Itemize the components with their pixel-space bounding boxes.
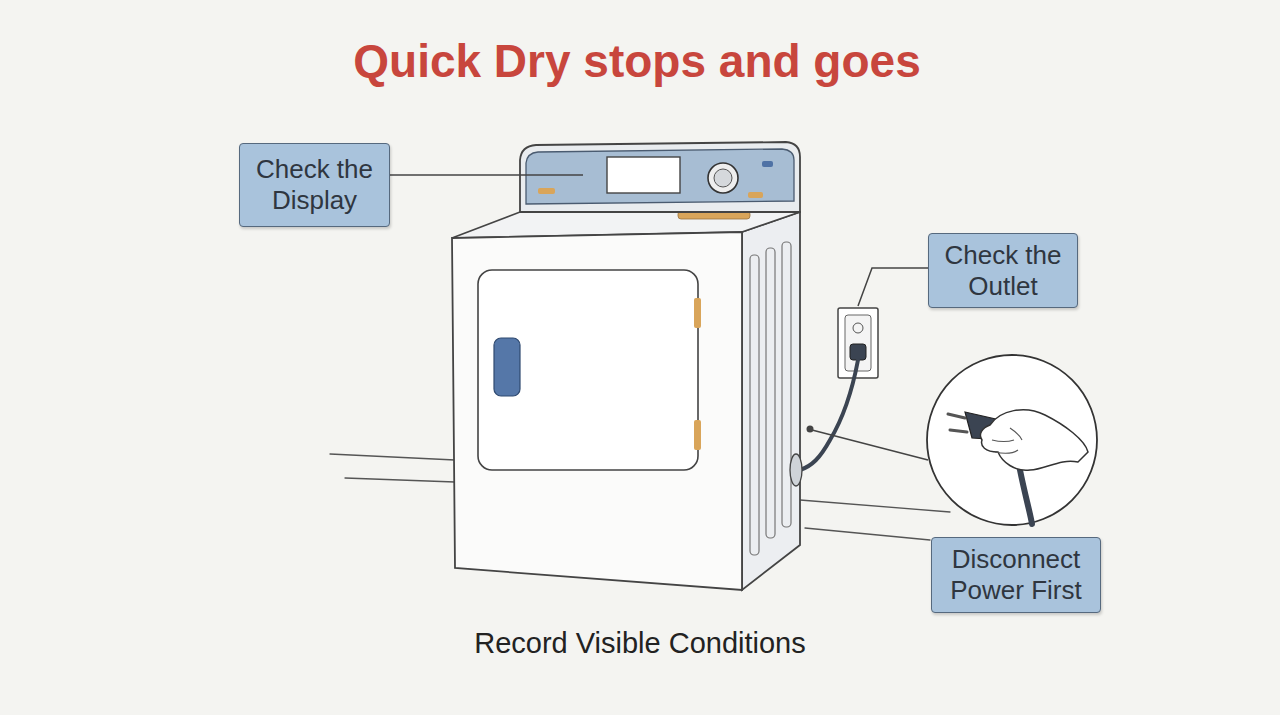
control-knob <box>708 163 738 193</box>
leader-line <box>812 430 928 460</box>
dryer-front <box>452 232 742 590</box>
display-screen <box>607 157 680 193</box>
leader-lines <box>390 175 928 460</box>
control-console <box>520 142 800 212</box>
callout-box: Check the Display <box>239 143 390 227</box>
floor-line <box>345 478 455 482</box>
floor-line <box>800 500 950 512</box>
outlet-socket <box>853 323 863 333</box>
plug-head <box>850 344 866 360</box>
leader-dot <box>807 426 814 433</box>
control-panel <box>526 149 794 204</box>
callout-text: Check the Display <box>248 154 381 216</box>
plug-prong <box>948 414 967 432</box>
diagram-title: Quick Dry stops and goes <box>0 34 1274 88</box>
dryer-side <box>742 212 800 590</box>
panel-button <box>538 188 555 194</box>
dryer-door <box>478 270 698 470</box>
callout-text: Check the Outlet <box>937 240 1069 302</box>
panel-button <box>762 161 773 167</box>
plug-in-hand <box>948 410 1088 524</box>
side-rib <box>766 248 775 538</box>
inset-cord <box>1020 470 1032 524</box>
hand <box>980 410 1088 470</box>
side-rib <box>782 242 791 527</box>
control-knob <box>714 169 732 187</box>
finger-lines <box>992 428 1022 453</box>
power-cord <box>800 360 858 470</box>
side-ribs <box>750 242 791 555</box>
callout-box: Check the Outlet <box>928 233 1078 308</box>
callout-box: Disconnect Power First <box>931 537 1101 613</box>
leader-line <box>858 268 928 306</box>
panel-button <box>748 192 763 198</box>
door-hinge <box>694 298 701 328</box>
inset-circle <box>927 355 1097 525</box>
floor-line <box>805 528 930 540</box>
diagram-caption: Record Visible Conditions <box>0 627 1280 660</box>
leader-line <box>390 174 583 176</box>
floor-line <box>330 454 455 460</box>
side-rib <box>750 255 759 555</box>
door-hinge <box>694 420 701 450</box>
callout-text: Disconnect Power First <box>940 544 1092 606</box>
door-handle <box>494 338 520 396</box>
cord-entry <box>790 454 802 486</box>
